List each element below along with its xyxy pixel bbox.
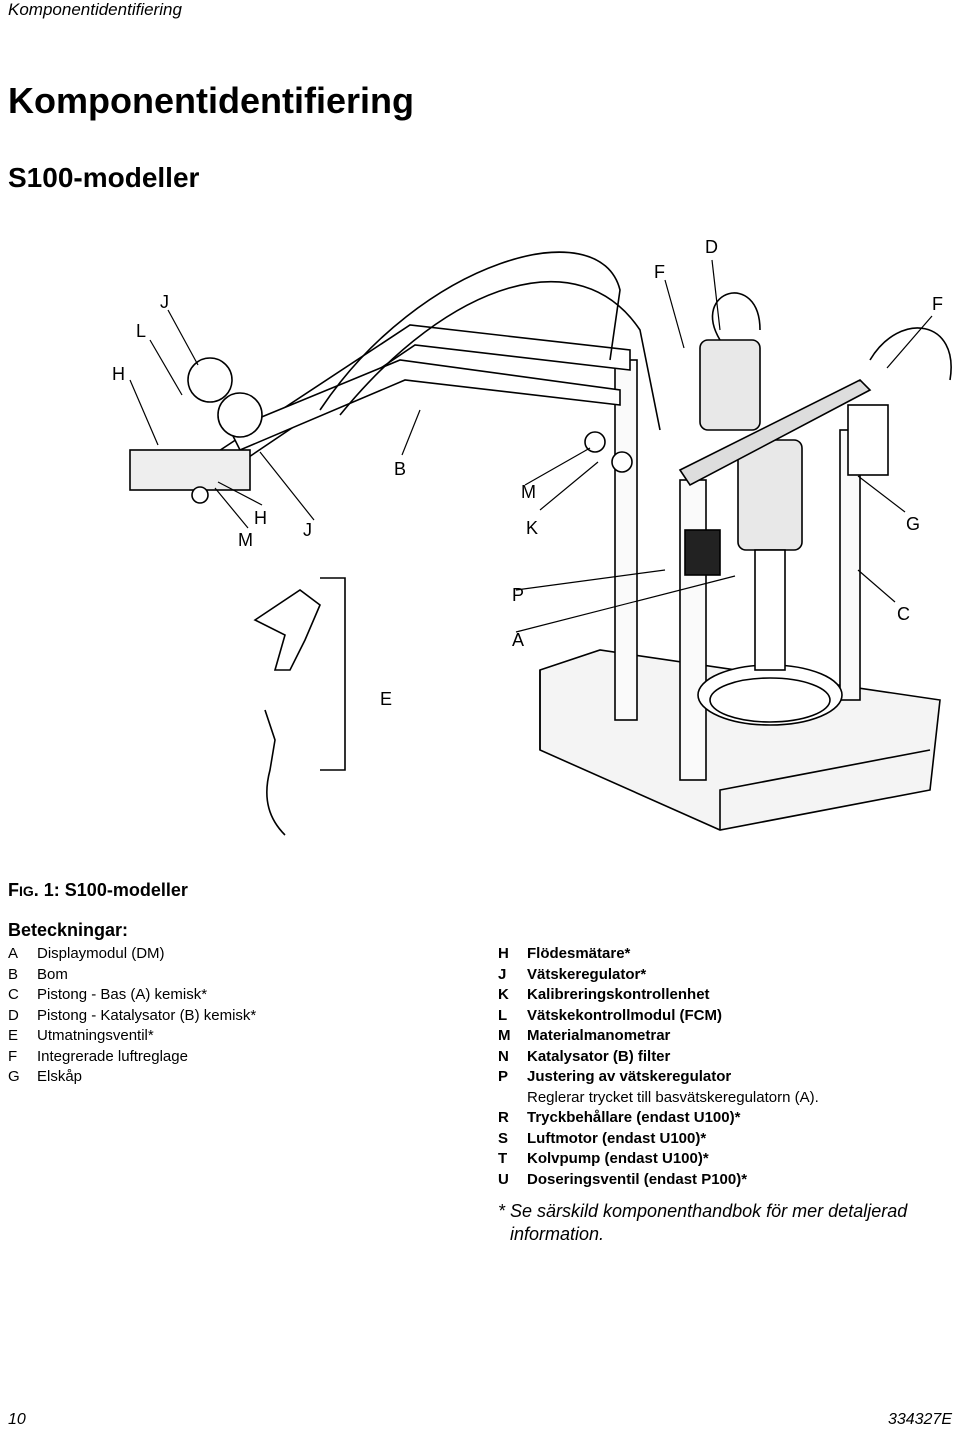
callout-g: G xyxy=(906,514,920,534)
page-number: 10 xyxy=(8,1411,26,1428)
figure-caption: FIG. 1: S100-modeller xyxy=(8,880,188,900)
legend-heading: Beteckningar: xyxy=(8,920,129,940)
callout-d: D xyxy=(705,237,718,257)
document-id: 334327E xyxy=(887,1411,952,1428)
callout-m-1: M xyxy=(521,482,536,502)
callout-j-1: J xyxy=(160,292,169,312)
callout-c: C xyxy=(897,604,910,624)
section-title: S100-modeller xyxy=(8,162,200,193)
callout-k: K xyxy=(526,518,538,538)
callout-p: P xyxy=(512,585,524,605)
callout-h-1: H xyxy=(112,364,125,384)
callout-e: E xyxy=(380,689,392,709)
legend-item-description: Reglerar trycket till basvätskeregulator… xyxy=(527,1088,819,1106)
page-title: Komponentidentifiering xyxy=(8,80,414,121)
callout-m-2: M xyxy=(238,530,253,550)
running-header: Komponentidentifiering xyxy=(8,0,182,19)
callout-a: A xyxy=(512,630,524,650)
callout-h-2: H xyxy=(254,508,267,528)
callout-b: B xyxy=(394,459,406,479)
callout-f-1: F xyxy=(654,262,665,282)
callout-l: L xyxy=(136,321,146,341)
callout-j-2: J xyxy=(303,520,312,540)
footnote: * Se särskild komponenthandbok för mer d… xyxy=(498,1201,908,1244)
equipment-illustration: J L H F D F B M H M J K G P C A E xyxy=(112,237,952,836)
callout-f-2: F xyxy=(932,294,943,314)
